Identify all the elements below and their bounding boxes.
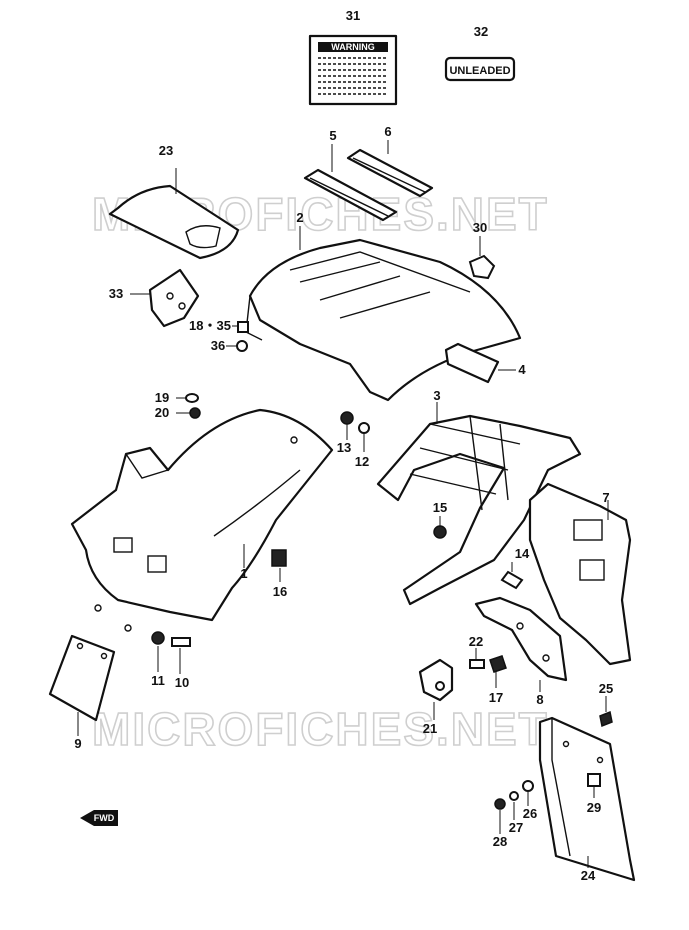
callout-9: 9: [74, 736, 81, 751]
callout-22: 22: [469, 634, 483, 649]
bracket-part-33: [130, 268, 200, 328]
callout-2: 2: [296, 210, 303, 225]
callout-27: 27: [509, 820, 523, 835]
callout-18-35: 18・35: [189, 318, 231, 333]
callout-8: 8: [536, 692, 543, 707]
callout-31: 31: [346, 8, 360, 23]
watermark-bottom: MICROFICHES.NET: [92, 703, 549, 755]
nut-part-30: [468, 236, 496, 280]
nut-part-11: [151, 631, 165, 672]
bolt-part-12: [358, 422, 370, 452]
bolt-part-28: [494, 798, 506, 834]
callout-33: 33: [109, 286, 123, 301]
rear-carrier-part-3: [376, 402, 582, 606]
washer-part-36: [226, 340, 248, 352]
callout-7: 7: [602, 490, 609, 505]
callout-21: 21: [423, 721, 437, 736]
washer-part-27: [509, 791, 519, 820]
callout-1: 1: [240, 566, 247, 581]
callout-3: 3: [433, 388, 440, 403]
callout-13: 13: [337, 440, 351, 455]
tail-strip-part-4: [444, 342, 516, 384]
nut-part-20: [176, 407, 201, 419]
rubber-strip-part-5: [303, 144, 398, 222]
callout-23: 23: [159, 143, 173, 158]
reflector-bracket-part-21: [418, 658, 454, 720]
callout-25: 25: [599, 681, 613, 696]
callout-16: 16: [273, 584, 287, 599]
callout-24: 24: [581, 868, 596, 883]
fwd-arrow-icon: FWD: [80, 810, 118, 826]
tool-bag-part-23: [108, 168, 240, 260]
callout-12: 12: [355, 454, 369, 469]
screw-part-18-35: [232, 321, 249, 333]
callout-10: 10: [175, 675, 189, 690]
callout-11: 11: [151, 673, 165, 688]
callout-14: 14: [515, 546, 530, 561]
callout-26: 26: [523, 806, 537, 821]
nut-part-17: [489, 655, 507, 688]
nut-part-13: [340, 411, 354, 440]
bolt-part-10: [171, 637, 191, 674]
mud-flap-part-9: [48, 634, 116, 736]
callout-19: 19: [155, 390, 169, 405]
callout-17: 17: [489, 690, 503, 705]
nut-part-29: [587, 773, 601, 798]
license-bracket-part-7: [528, 482, 632, 666]
rear-mudguard-part-24: [538, 716, 636, 882]
bolt-part-16: [271, 549, 287, 582]
callout-4: 4: [518, 362, 526, 377]
bolt-part-22: [469, 648, 485, 669]
rear-fender-part-1: [70, 408, 334, 632]
rubber-strip-part-6: [346, 140, 434, 198]
grommet-part-26: [522, 780, 534, 806]
bolt-part-15: [433, 516, 447, 539]
warning-label-title: WARNING: [331, 42, 375, 52]
warning-label-part-31: WARNING: [308, 34, 398, 106]
unleaded-label-text: UNLEADED: [449, 65, 510, 77]
callout-6: 6: [384, 124, 391, 139]
callout-30: 30: [473, 220, 487, 235]
callout-29: 29: [587, 800, 601, 815]
callout-5: 5: [329, 128, 336, 143]
callout-32: 32: [474, 24, 488, 39]
lamp-bracket-part-8: [474, 596, 568, 692]
bolt-part-25: [599, 696, 613, 728]
callout-20: 20: [155, 405, 169, 420]
callout-15: 15: [433, 500, 447, 515]
fwd-label: FWD: [94, 813, 115, 823]
grommet-part-19: [176, 393, 199, 403]
bolt-part-14: [500, 562, 524, 590]
tail-cowl-part-2: [245, 226, 522, 402]
callout-36: 36: [211, 338, 225, 353]
unleaded-label-part-32: UNLEADED: [444, 56, 516, 82]
callout-28: 28: [493, 834, 507, 849]
